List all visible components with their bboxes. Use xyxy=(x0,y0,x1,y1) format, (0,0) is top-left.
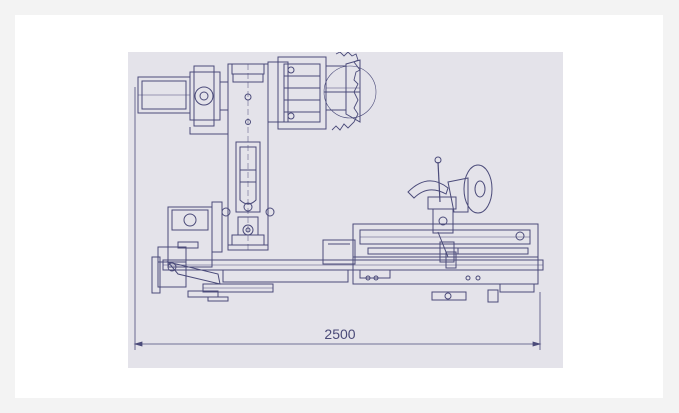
lever-assembly xyxy=(407,156,493,258)
vertical-column xyxy=(221,63,275,251)
technical-drawing: 2500 xyxy=(128,52,563,368)
carriage xyxy=(352,223,539,303)
dimension-lines xyxy=(133,87,542,350)
machine-side-view: 2500 xyxy=(133,52,544,350)
motor-housing xyxy=(137,65,229,135)
dimension-label: 2500 xyxy=(324,326,355,342)
saw-head xyxy=(267,52,377,131)
left-gearbox xyxy=(151,201,229,302)
